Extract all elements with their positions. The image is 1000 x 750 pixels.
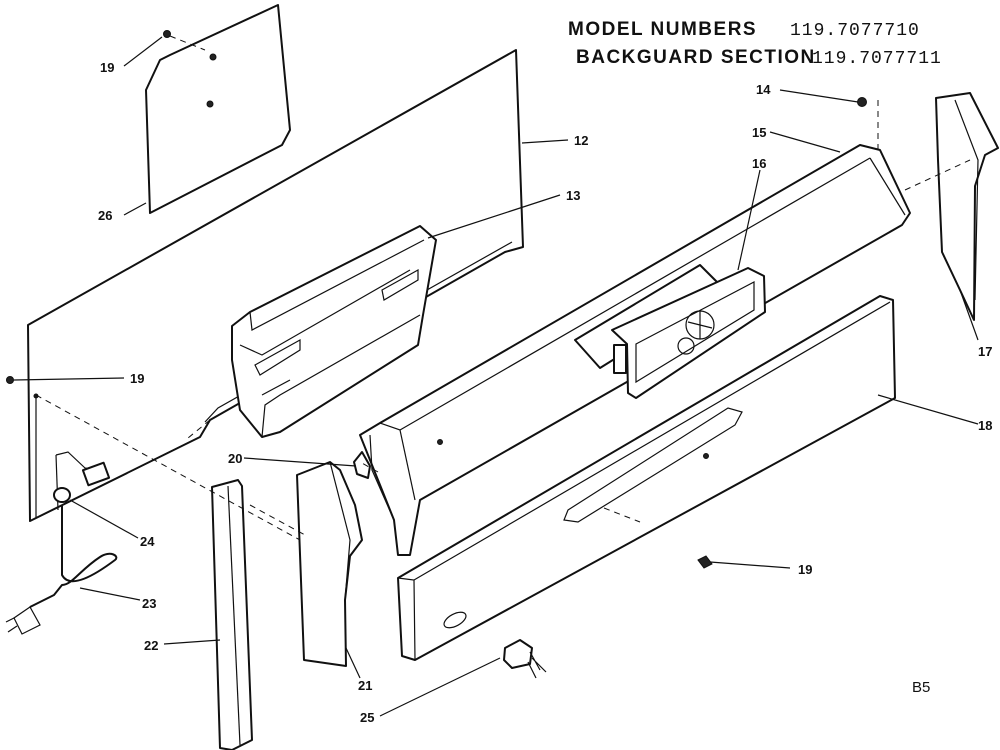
callout-13: 13 <box>566 188 580 203</box>
callout-17: 17 <box>978 344 992 359</box>
callout-18: 18 <box>978 418 992 433</box>
part-25-connector <box>503 639 547 679</box>
part-18-lower-trim-panel <box>397 295 896 661</box>
callout-12: 12 <box>574 133 588 148</box>
callout-19-left: 19 <box>130 371 144 386</box>
leader-lines <box>13 36 979 717</box>
part-19-screw-left <box>6 376 14 384</box>
callout-24: 24 <box>140 534 155 549</box>
part-21-left-end-cap <box>296 461 363 667</box>
part-17-right-end-cap <box>935 92 999 321</box>
callout-21: 21 <box>358 678 372 693</box>
page-code: B5 <box>912 679 930 696</box>
callout-23: 23 <box>142 596 156 611</box>
part-19-screw-top <box>163 30 206 51</box>
model-number-1: 119.7077710 <box>790 21 920 41</box>
callout-19-top: 19 <box>100 60 114 75</box>
assembly-lines <box>35 100 971 541</box>
model-number-2: 119.7077711 <box>812 49 942 69</box>
part-23-power-cord <box>5 505 118 635</box>
callout-20: 20 <box>228 451 242 466</box>
part-22-left-trim <box>211 479 253 750</box>
part-24-wire-and-terminal-block <box>35 395 111 518</box>
callout-25: 25 <box>360 710 374 725</box>
part-13-vent-duct <box>231 225 437 438</box>
callout-16: 16 <box>752 156 766 171</box>
part-14-screw <box>857 97 867 107</box>
part-20-clip <box>353 451 371 479</box>
callout-26: 26 <box>98 208 112 223</box>
model-numbers-label: MODEL NUMBERS <box>568 19 757 40</box>
callout-19-bottom: 19 <box>798 562 812 577</box>
part-19-screw-bottom <box>697 555 713 569</box>
callout-labels: 19 26 12 13 14 15 16 17 18 19 19 20 21 2… <box>98 60 992 725</box>
header: MODEL NUMBERS 119.7077710 BACKGUARD SECT… <box>568 19 942 69</box>
callout-15: 15 <box>752 125 766 140</box>
part-26-cover-plate <box>145 4 291 214</box>
backguard-section-label: BACKGUARD SECTION <box>576 47 816 68</box>
callout-14: 14 <box>756 82 771 97</box>
callout-22: 22 <box>144 638 158 653</box>
part-16-clock-module <box>574 264 766 399</box>
